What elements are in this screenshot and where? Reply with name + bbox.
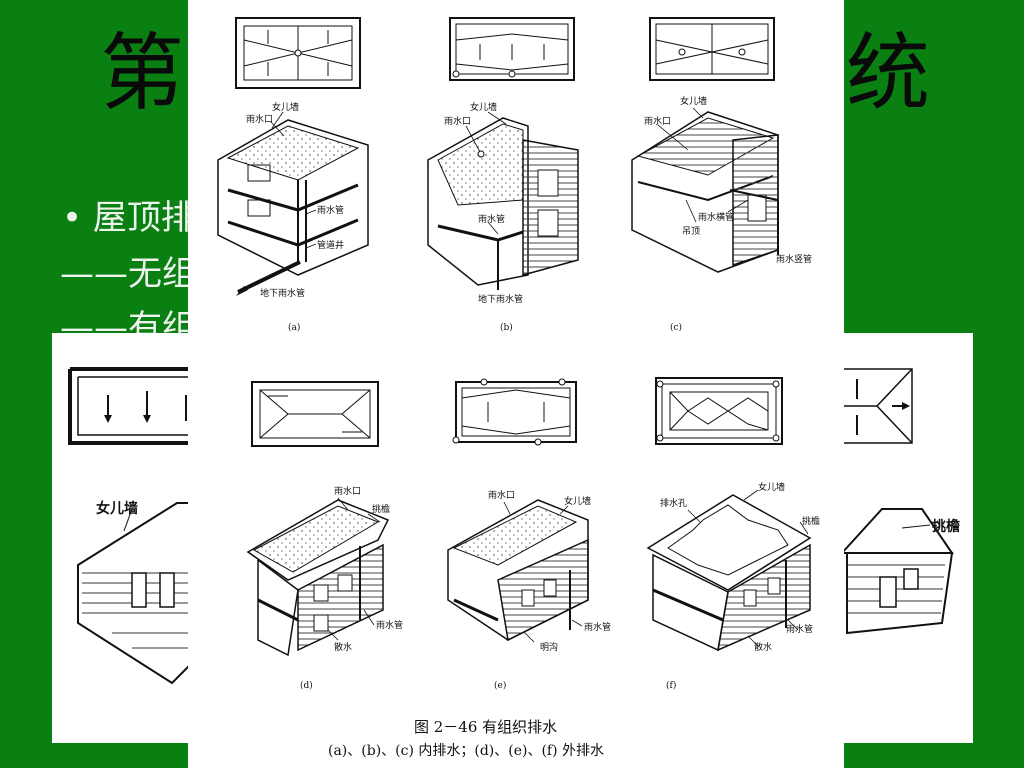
e-label-ditch: 明沟 [540, 641, 558, 653]
d-label-outlet: 雨水口 [334, 485, 361, 497]
b-label-pipe: 雨水管 [478, 213, 505, 225]
d-label-apron: 散水 [334, 641, 352, 653]
diagram-f: 排水孔 女儿墙 挑檐 雨水管 散水 (f) [646, 377, 820, 691]
subfig-e-label: (e) [494, 680, 506, 691]
drainage-figure: 女儿墙 雨水口 雨水管 管道井 地下雨水管 (a) 女儿墙 雨水口 雨水管 [217, 17, 820, 691]
back-label-parapet: 女儿墙 [96, 500, 138, 517]
a-label-pipe: 雨水管 [317, 204, 344, 216]
d-label-eave: 挑檐 [372, 503, 390, 515]
diagram-c: 女儿墙 雨水口 雨水横管 吊顶 雨水竖管 (c) [631, 17, 812, 333]
a-label-shaft: 管道井 [317, 239, 344, 251]
bullet-unorganized: ——无组 [60, 254, 196, 294]
subfig-b-label: (b) [500, 322, 513, 333]
diagram-b: 女儿墙 雨水口 雨水管 地下雨水管 (b) [427, 17, 579, 333]
e-label-pipe: 雨水管 [584, 621, 611, 633]
f-label-eave: 挑檐 [802, 515, 820, 527]
a-label-outlet: 雨水口 [246, 113, 273, 125]
c-label-vertical-pipe: 雨水竖管 [776, 253, 812, 265]
e-label-parapet: 女儿墙 [564, 495, 591, 507]
slide-title: 第 统 [100, 18, 930, 128]
bullet-roof-drainage: • 屋顶排 [62, 198, 195, 238]
d-label-pipe: 雨水管 [376, 619, 403, 631]
diagram-e: 雨水口 女儿墙 雨水管 明沟 (e) [447, 378, 611, 691]
subfig-f-label: (f) [666, 680, 676, 691]
f-label-parapet: 女儿墙 [758, 481, 785, 493]
b-label-underground: 地下雨水管 [478, 293, 523, 305]
subfig-c-label: (c) [670, 322, 682, 333]
subfig-d-label: (d) [300, 680, 313, 691]
a-label-parapet: 女儿墙 [272, 101, 299, 113]
subfig-a-label: (a) [288, 322, 300, 333]
diagram-d: 雨水口 挑檐 雨水管 散水 (d) [246, 381, 403, 691]
c-label-ceiling: 吊顶 [682, 226, 700, 237]
f-label-apron: 散水 [754, 641, 772, 653]
back-label-eave: 挑檐 [932, 518, 960, 535]
diagram-a: 女儿墙 雨水口 雨水管 管道井 地下雨水管 (a) [217, 17, 369, 333]
f-label-hole: 排水孔 [660, 497, 687, 509]
c-label-outlet: 雨水口 [644, 115, 671, 127]
figure-caption-subtitle: (a)、(b)、(c) 内排水；(d)、(e)、(f) 外排水 [328, 743, 605, 759]
b-label-parapet: 女儿墙 [470, 101, 497, 113]
title-left-part: 第 [100, 24, 185, 122]
a-label-underground: 地下雨水管 [260, 287, 305, 299]
figure-caption-title: 图 2－46 有组织排水 [414, 718, 558, 736]
back-figure-drawing: 女儿墙 挑檐 [68, 367, 960, 685]
title-right-part: 统 [845, 24, 930, 122]
figure-panel: 女儿墙 雨水口 雨水管 管道井 地下雨水管 (a) 女儿墙 雨水口 雨水管 [188, 0, 844, 768]
e-label-outlet: 雨水口 [488, 489, 515, 501]
c-label-parapet: 女儿墙 [680, 95, 707, 107]
b-label-outlet: 雨水口 [444, 115, 471, 127]
f-label-pipe: 雨水管 [786, 623, 813, 635]
c-label-horizontal-pipe: 雨水横管 [698, 211, 734, 223]
